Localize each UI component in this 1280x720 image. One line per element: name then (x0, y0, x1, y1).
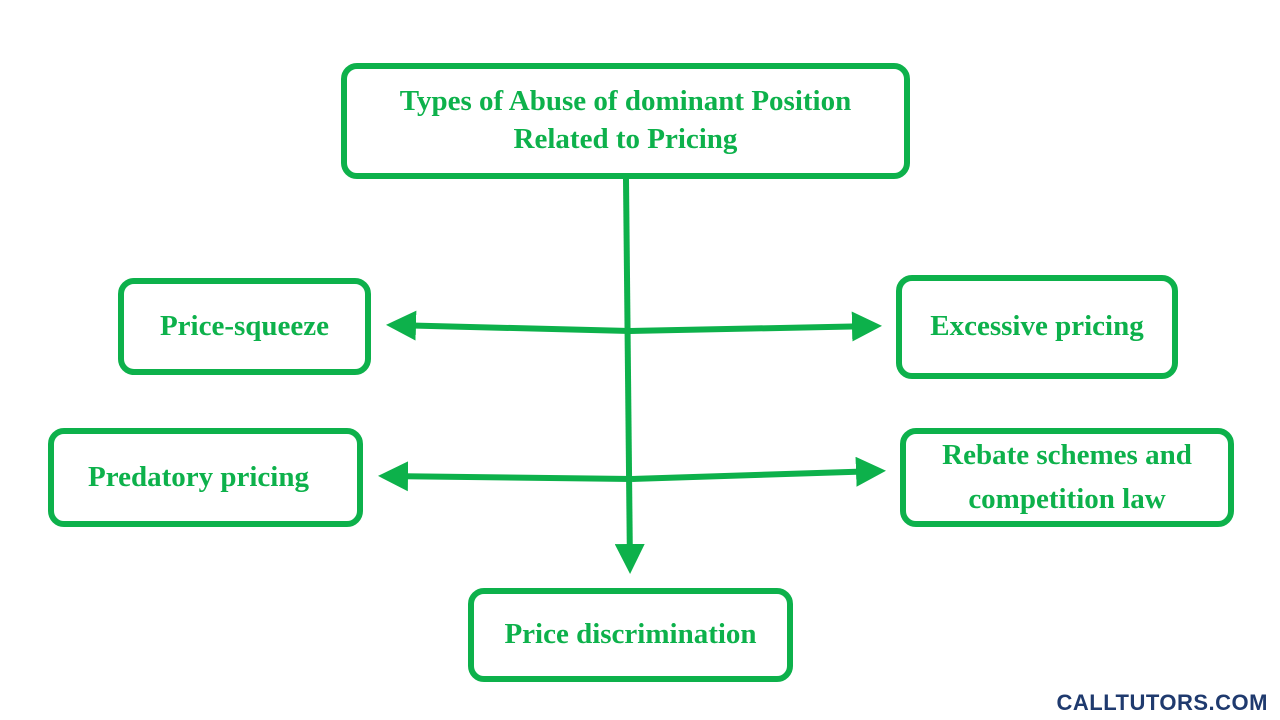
connector-to-predatory-pricing (378, 461, 633, 492)
root-node-line-2: Related to Pricing (513, 123, 738, 155)
price-squeeze-node: Price-squeeze (118, 278, 371, 375)
root-node: Types of Abuse of dominant Position Rela… (341, 63, 910, 179)
connector-to-price-squeeze (386, 310, 631, 341)
price-discrimination-label: Price discrimination (504, 618, 757, 651)
price-discrimination-node: Price discrimination (468, 588, 793, 682)
connector-to-excessive-pricing (629, 311, 882, 342)
rebate-schemes-line-1: Rebate schemes and (942, 439, 1192, 471)
connector-trunk (614, 178, 645, 574)
price-squeeze-label: Price-squeeze (159, 309, 330, 342)
root-node-line-1: Types of Abuse of dominant Position (399, 85, 852, 118)
watermark-text: CALLTUTORS.COM (1056, 690, 1268, 715)
predatory-pricing-node: Predatory pricing (48, 428, 363, 527)
rebate-schemes-node: Rebate schemes and competition law (900, 428, 1234, 527)
connector-to-rebate-schemes (631, 456, 886, 487)
excessive-pricing-label: Excessive pricing (930, 310, 1144, 343)
excessive-pricing-node: Excessive pricing (896, 275, 1178, 379)
rebate-schemes-line-2: competition law (968, 482, 1166, 515)
predatory-pricing-label: Predatory pricing (88, 460, 309, 493)
